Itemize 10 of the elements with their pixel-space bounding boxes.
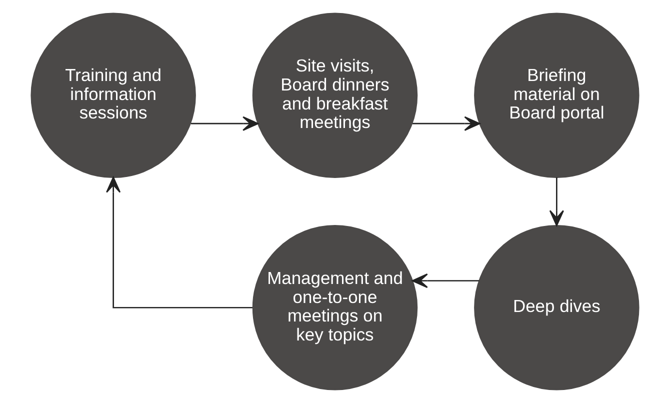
arrow <box>190 116 258 131</box>
arrow <box>548 177 564 226</box>
arrow <box>411 273 479 288</box>
node-circle: Briefing material on Board portal <box>474 12 639 178</box>
arrow <box>412 116 480 131</box>
arrow <box>106 176 252 308</box>
node-circle: Management and one-to-one meetings on key topics <box>252 225 418 390</box>
node-circle: Site visits, Board dinners and breakfast meetings <box>252 12 418 178</box>
node-circle: Deep dives <box>474 225 639 390</box>
node-circle: Training and information sessions <box>30 12 196 178</box>
